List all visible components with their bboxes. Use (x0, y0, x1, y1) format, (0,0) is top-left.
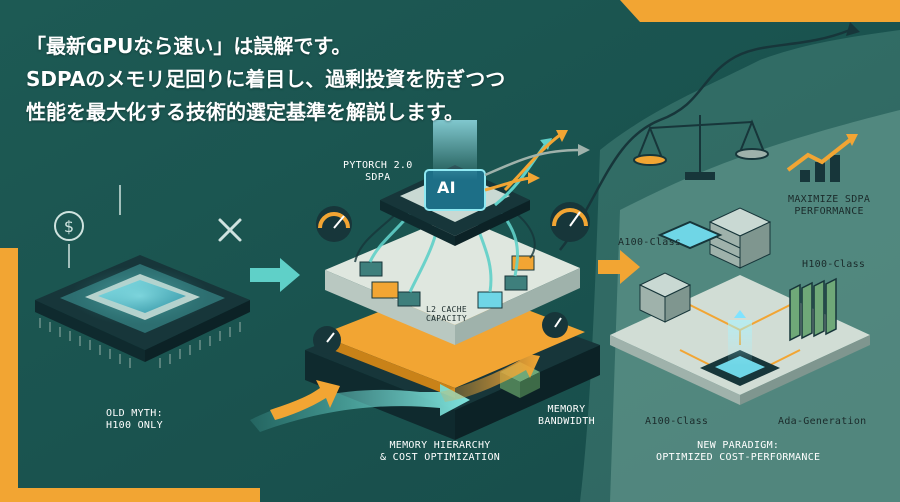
l2-cache-label: L2 CACHE CAPACITY (426, 305, 467, 323)
teal-swoosh-arrow (250, 384, 470, 432)
l2-cache-line-2: CAPACITY (426, 314, 467, 323)
old-myth-gpu-group: $ (35, 185, 250, 368)
maximize-line-1: MAXIMIZE SDPA (788, 194, 871, 205)
center-caption-line-1: MEMORY HIERARCHY (389, 440, 491, 451)
trend-line (559, 28, 851, 251)
node-h100-label: H100-Class (802, 259, 866, 270)
ai-chip-label: AI (437, 178, 456, 197)
sdpa-platform (250, 120, 600, 440)
arrow-center-to-right (598, 250, 640, 284)
corner-accent-top (620, 0, 900, 22)
node-ada-label: Ada-Generation (778, 416, 867, 427)
gpu-chip-icon (35, 255, 250, 368)
bandwidth-line-1: MEMORY (547, 404, 586, 415)
right-caption: NEW PARADIGM: OPTIMIZED COST-PERFORMANCE (656, 440, 820, 464)
right-caption-line-2: OPTIMIZED COST-PERFORMANCE (656, 452, 821, 463)
l2-cache-line-1: L2 CACHE (426, 305, 467, 314)
memory-bandwidth-label: MEMORY BANDWIDTH (538, 404, 595, 428)
new-paradigm-group (610, 115, 870, 405)
right-caption-line-1: NEW PARADIGM: (697, 440, 780, 451)
orange-swoosh-arrow (270, 380, 340, 420)
trend-chart-icon (786, 134, 858, 182)
node-a100-top-label: A100-Class (618, 237, 682, 248)
headline-line-2: SDPAのメモリ足回りに着目し、過剰投資を防ぎつつ (26, 67, 506, 91)
ai-chip-icon (380, 120, 530, 246)
center-caption-line-2: & COST OPTIMIZATION (380, 452, 501, 463)
pytorch-sdpa-label: PYTORCH 2.0 SDPA (343, 160, 413, 184)
headline-line-1: 「最新GPUなら速い」は誤解です。 (26, 34, 352, 58)
dollar-icon (54, 211, 84, 241)
bandwidth-line-2: BANDWIDTH (538, 416, 595, 427)
center-caption: MEMORY HIERARCHY & COST OPTIMIZATION (380, 440, 500, 464)
maximize-line-2: PERFORMANCE (794, 206, 864, 217)
orange-bandwidth-arrow (440, 352, 540, 402)
headline-line-3: 性能を最大化する技術的選定基準を解説します。 (26, 100, 464, 124)
headline: 「最新GPUなら速い」は誤解です。 SDPAのメモリ足回りに着目し、過剰投資を防… (26, 30, 626, 129)
pytorch-label-line-2: SDPA (365, 172, 391, 183)
node-a100-bottom-label: A100-Class (645, 416, 709, 427)
pytorch-label-line-1: PYTORCH 2.0 (343, 160, 413, 171)
svg-text:$: $ (64, 217, 74, 236)
old-myth-label: OLD MYTH: H100 ONLY (106, 408, 163, 432)
gauge-icon (313, 202, 590, 354)
arrow-left-to-center (250, 258, 300, 292)
old-myth-line-2: H100 ONLY (106, 420, 163, 431)
old-myth-line-1: OLD MYTH: (106, 408, 163, 419)
balance-scale-icon (633, 115, 769, 180)
cross-icon (218, 218, 242, 242)
maximize-sdpa-label: MAXIMIZE SDPA PERFORMANCE (788, 194, 870, 218)
corner-accent-left (0, 248, 18, 502)
